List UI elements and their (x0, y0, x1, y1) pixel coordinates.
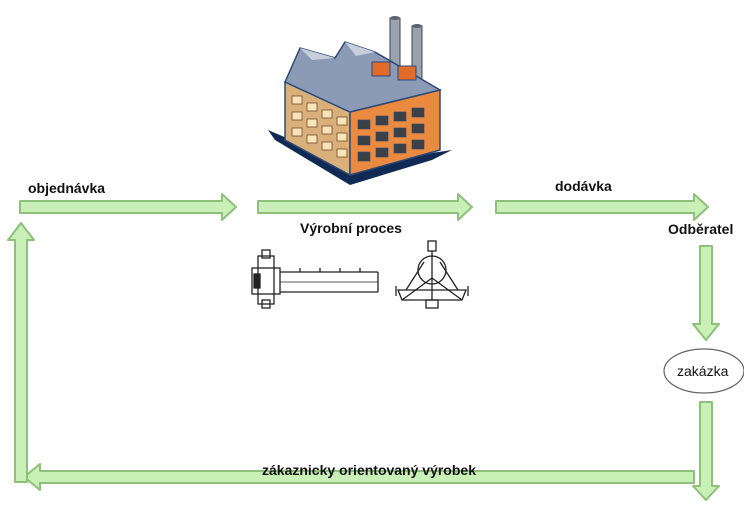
press-machine-icon (395, 240, 469, 309)
delivery-label: dodávka (555, 178, 612, 194)
customer-label: Odběratel (668, 221, 734, 237)
job-ellipse (663, 348, 744, 394)
arrow-down-lower (692, 401, 720, 501)
arrow-order (19, 193, 237, 221)
factory-icon (268, 16, 452, 185)
order-label: objednávka (28, 180, 106, 196)
arrow-production (257, 193, 473, 221)
conveyor-machine-icon (251, 249, 379, 309)
production-label: Výrobní proces (300, 220, 402, 236)
arrow-up-left (7, 222, 35, 483)
arrow-down-upper (692, 245, 720, 341)
job-label: zakázka (677, 363, 729, 379)
product-label: zákaznicky orientovaný výrobek (262, 462, 476, 478)
arrow-delivery (495, 193, 709, 221)
arrow-product (23, 463, 695, 491)
